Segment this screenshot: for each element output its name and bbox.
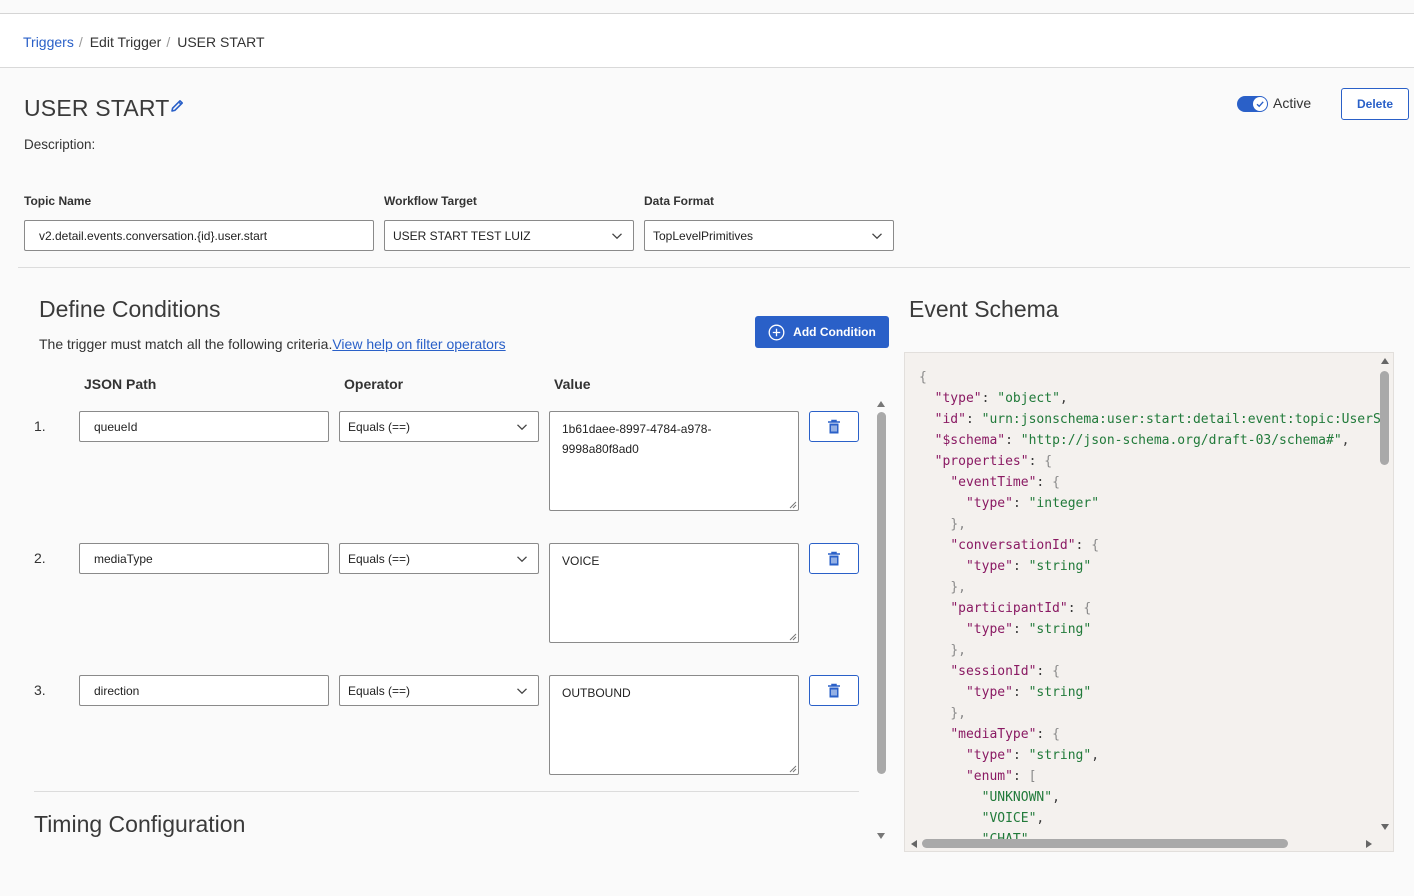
workflow-target-label: Workflow Target (384, 194, 477, 208)
schema-url-value: "http://json-schema.org/draft-03/schema#… (1021, 433, 1342, 448)
plus-circle-icon (768, 324, 785, 341)
breadcrumb-separator: / (166, 34, 170, 50)
delete-condition-button[interactable] (809, 411, 859, 442)
active-toggle[interactable] (1237, 96, 1268, 112)
row-number: 1. (34, 418, 46, 434)
delete-condition-button[interactable] (809, 543, 859, 574)
workflow-target-value: USER START TEST LUIZ (393, 229, 531, 243)
chevron-down-icon (871, 230, 883, 242)
topic-name-input[interactable]: v2.detail.events.conversation.{id}.user.… (24, 220, 374, 251)
value-text: 1b61daee-8997-4784-a978-9998a80f8ad0 (562, 422, 711, 456)
scroll-down-arrow[interactable] (877, 833, 885, 839)
value-textarea[interactable]: 1b61daee-8997-4784-a978-9998a80f8ad0 (549, 411, 799, 511)
schema-vertical-scrollbar-thumb[interactable] (1380, 371, 1389, 465)
breadcrumb: Triggers / Edit Trigger / USER START (23, 34, 265, 50)
trash-icon (827, 419, 841, 435)
criteria-label: The trigger must match all the following… (39, 336, 332, 352)
value-textarea[interactable]: VOICE (549, 543, 799, 643)
define-conditions-heading: Define Conditions (39, 296, 221, 323)
check-icon (1255, 99, 1265, 109)
filter-operators-help-link[interactable]: View help on filter operators (332, 336, 505, 352)
row-number: 2. (34, 550, 46, 566)
json-path-column-header: JSON Path (84, 376, 156, 392)
operator-select[interactable]: Equals (==) (339, 543, 539, 574)
event-schema-heading: Event Schema (909, 296, 1059, 323)
pencil-icon[interactable] (169, 98, 185, 114)
resize-grip-icon[interactable] (789, 765, 797, 773)
breadcrumb-current: USER START (177, 34, 264, 50)
criteria-text: The trigger must match all the following… (39, 336, 506, 352)
json-path-input[interactable]: direction (79, 675, 329, 706)
operator-select[interactable]: Equals (==) (339, 411, 539, 442)
schema-scroll-up-arrow[interactable] (1381, 358, 1389, 364)
schema-horizontal-scrollbar-thumb[interactable] (922, 839, 1288, 848)
active-label: Active (1273, 95, 1311, 111)
value-textarea[interactable]: OUTBOUND (549, 675, 799, 775)
page-title: USER START (24, 95, 170, 122)
schema-id-value: "urn:jsonschema:user:start:detail:event:… (982, 412, 1389, 427)
operator-value: Equals (==) (348, 552, 410, 566)
breadcrumb-bar: Triggers / Edit Trigger / USER START (0, 14, 1414, 68)
timing-divider (34, 791, 859, 792)
delete-button[interactable]: Delete (1341, 88, 1409, 120)
data-format-label: Data Format (644, 194, 714, 208)
add-condition-button[interactable]: Add Condition (755, 316, 889, 348)
schema-scroll-right-arrow[interactable] (1366, 840, 1372, 848)
timing-configuration-heading: Timing Configuration (34, 811, 245, 838)
value-text: VOICE (562, 554, 599, 568)
toggle-knob (1253, 97, 1267, 111)
trash-icon (827, 551, 841, 567)
chevron-down-icon (516, 421, 528, 433)
chevron-down-icon (516, 685, 528, 697)
description-label: Description: (24, 137, 95, 152)
operator-column-header: Operator (344, 376, 403, 392)
value-text: OUTBOUND (562, 686, 631, 700)
topic-name-label: Topic Name (24, 194, 91, 208)
operator-select[interactable]: Equals (==) (339, 675, 539, 706)
trash-icon (827, 683, 841, 699)
operator-value: Equals (==) (348, 684, 410, 698)
row-number: 3. (34, 682, 46, 698)
breadcrumb-separator: / (79, 34, 83, 50)
delete-condition-button[interactable] (809, 675, 859, 706)
data-format-select[interactable]: TopLevelPrimitives (644, 220, 894, 251)
chevron-down-icon (516, 553, 528, 565)
event-schema-panel[interactable]: { "type": "object", "id": "urn:jsonschem… (904, 352, 1394, 852)
json-path-input[interactable]: mediaType (79, 543, 329, 574)
resize-grip-icon[interactable] (789, 501, 797, 509)
resize-grip-icon[interactable] (789, 633, 797, 641)
breadcrumb-triggers-link[interactable]: Triggers (23, 34, 74, 50)
schema-code: { "type": "object", "id": "urn:jsonschem… (919, 367, 1389, 850)
operator-value: Equals (==) (348, 420, 410, 434)
workflow-target-select[interactable]: USER START TEST LUIZ (384, 220, 634, 251)
data-format-value: TopLevelPrimitives (653, 229, 753, 243)
schema-scroll-down-arrow[interactable] (1381, 824, 1389, 830)
add-condition-label: Add Condition (793, 325, 876, 339)
chevron-down-icon (611, 230, 623, 242)
scroll-up-arrow[interactable] (877, 401, 885, 407)
value-column-header: Value (554, 376, 591, 392)
breadcrumb-edit-trigger: Edit Trigger (90, 34, 162, 50)
conditions-scrollbar-thumb[interactable] (877, 412, 886, 774)
json-path-input[interactable]: queueId (79, 411, 329, 442)
schema-scroll-left-arrow[interactable] (911, 840, 917, 848)
section-divider (18, 267, 1410, 268)
